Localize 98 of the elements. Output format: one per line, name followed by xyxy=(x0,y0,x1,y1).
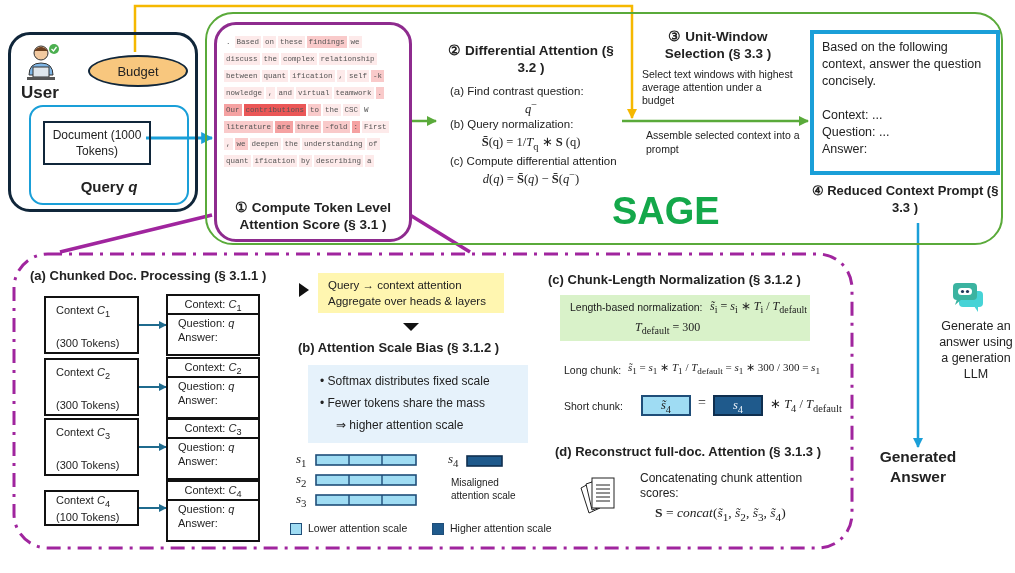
prompt-text: Question: q xyxy=(177,316,236,329)
arrow xyxy=(913,223,923,448)
prompt-text: Question: q xyxy=(177,502,236,515)
scale-box xyxy=(713,395,763,416)
arrow xyxy=(133,4,637,119)
step-text: (a) Find contrast question: xyxy=(449,84,585,99)
node-label: Budget xyxy=(117,63,159,79)
legend-label: Lower attention scale xyxy=(308,522,408,534)
connector-line xyxy=(59,213,213,254)
formula: S = concat(s̃$_{1}$, s̃$_{2}$, s̃$_{3}$, s̃$_{4}$) xyxy=(655,505,786,523)
context-box xyxy=(44,490,139,526)
box-text: (300 Tokens) xyxy=(56,459,120,471)
box-text: (300 Tokens) xyxy=(56,399,120,411)
document-box xyxy=(43,121,151,165)
prompt-text: Answer: xyxy=(177,393,219,406)
formula-box xyxy=(560,295,810,341)
bullet-text: • Fewer tokens share the mass xyxy=(320,395,486,412)
connector-line xyxy=(409,213,471,254)
formula-text: Short chunk: xyxy=(564,400,623,412)
prompt-box xyxy=(166,357,260,419)
note-text: Misaligned attention scale xyxy=(451,476,517,502)
output-title: Generated Answer xyxy=(878,447,958,487)
section-title: (a) Chunked Doc. Processing (§ 3.1.1 ) xyxy=(30,268,267,283)
legend-label: Higher attention scale xyxy=(450,522,552,534)
prompt-box xyxy=(166,480,260,542)
section-title: (d) Reconstruct full-doc. Attention (§ 3.1.3 ) xyxy=(555,444,822,459)
series-label: s$_{1}$ xyxy=(296,451,307,469)
prompt-text: Answer: xyxy=(822,141,869,158)
context-box xyxy=(44,418,139,476)
user-panel xyxy=(8,32,198,212)
note-box xyxy=(308,365,528,443)
attention-panel xyxy=(214,22,412,242)
box-text: Context C$_{1}$ xyxy=(55,303,111,320)
step-text: (c) Compute differential attention xyxy=(449,153,618,169)
box-text: Context C$_{4}$ xyxy=(55,493,111,510)
note-text: Query → context attention xyxy=(328,278,463,293)
box-text: Context C$_{2}$ xyxy=(55,365,111,382)
box-text: Context C$_{3}$ xyxy=(55,425,111,442)
context-box xyxy=(44,296,139,354)
prompt-text: Answer: xyxy=(177,330,219,343)
series-label: s$_{4}$ xyxy=(448,451,459,469)
note-box xyxy=(318,273,504,313)
arrow xyxy=(138,443,167,451)
arrow xyxy=(146,132,214,144)
box-title: Query q xyxy=(79,178,139,195)
formula: s̃$_{1}$ = s$_{1}$ ∗ T$_{1}$ / T$_{default}$ = s$_{1}$ ∗ 300 / 300 = s$_{1}$ xyxy=(628,361,820,377)
prompt-text: Question: ... xyxy=(822,124,891,141)
prompt-text: Based on the following context, answer the question concisely. xyxy=(822,39,983,90)
step-title: ② Differential Attention (§ 3.2 ) xyxy=(447,42,615,76)
box-text: (100 Tokens) xyxy=(55,510,121,524)
bullet-text: ⇒ higher attention scale xyxy=(335,417,465,434)
note-text: Aggregate over heads & layers xyxy=(328,294,487,309)
arrow xyxy=(410,116,437,126)
step-title: ④ Reduced Context Prompt (§ 3.3 ) xyxy=(810,182,1000,216)
section-title: (c) Chunk-Length Normalization (§ 3.1.2 ) xyxy=(548,272,801,287)
arrow xyxy=(138,504,167,512)
prompt-text: Question: q xyxy=(177,440,236,453)
formula: T$_{default}$ = 300 xyxy=(635,320,701,337)
formula: = xyxy=(698,395,706,411)
framework-panel xyxy=(205,12,1003,245)
series-label: s$_{2}$ xyxy=(296,471,307,489)
prompt-header: Context: C$_{1}$ xyxy=(168,296,258,315)
formula: s$_{4}$ xyxy=(731,397,745,417)
prompt-text: Question: q xyxy=(177,379,236,392)
prompt-header: Context: C$_{4}$ xyxy=(168,482,258,501)
box-text: Document (1000 Tokens) xyxy=(51,127,143,159)
bullet-text: • Softmax distributes fixed scale xyxy=(320,373,491,390)
series-label: s$_{3}$ xyxy=(296,491,307,509)
formula-text: Long chunk: xyxy=(564,364,622,376)
body-text: Concatenating chunk attention scores: xyxy=(640,471,804,501)
formula: q$^{−}$ xyxy=(523,99,539,118)
scale-box xyxy=(641,395,691,416)
formula: s̃$_{4}$ xyxy=(659,397,673,417)
query-box xyxy=(29,105,189,205)
step-text: Select text windows with highest average attention under a budget xyxy=(642,68,794,107)
prompt-header: Context: C$_{3}$ xyxy=(168,420,258,439)
framework-title: SAGE xyxy=(612,190,720,233)
arrow xyxy=(138,321,167,329)
formula: ∗ T$_{4}$ / T$_{default}$ xyxy=(770,396,842,414)
arrow xyxy=(622,116,809,126)
formula: d(q) = S̄(q) − S̄(q$^{−}$) xyxy=(481,168,581,187)
step-title: ③ Unit-Window Selection (§ 3.3 ) xyxy=(663,28,773,62)
context-box xyxy=(44,358,139,416)
box-text: (300 Tokens) xyxy=(56,337,120,349)
formula-text: Length-based normalization: xyxy=(570,301,703,313)
prompt-text: Answer: xyxy=(177,454,219,467)
prompt-box xyxy=(166,418,260,480)
step-title: ① Compute Token Level Attention Score (§ 3.1 ) xyxy=(234,199,392,233)
formula: s̃$_{i}$ = s$_{i}$ ∗ T$_{i}$ / T$_{default}$ xyxy=(710,299,807,316)
panel-title: User xyxy=(21,83,59,103)
step-text: (b) Query normalization: xyxy=(449,117,575,133)
formula: S̄(q) = 1/T$_{q}$ ∗ S (q) xyxy=(480,134,582,152)
prompt-text: Context: ... xyxy=(822,107,884,124)
arrow xyxy=(138,383,167,391)
section-title: (b) Attention Scale Bias (§ 3.1.2 ) xyxy=(298,340,500,355)
prompt-box xyxy=(166,294,260,356)
prompt-text: Answer: xyxy=(177,516,219,529)
prompt-header: Context: C$_{2}$ xyxy=(168,359,258,378)
